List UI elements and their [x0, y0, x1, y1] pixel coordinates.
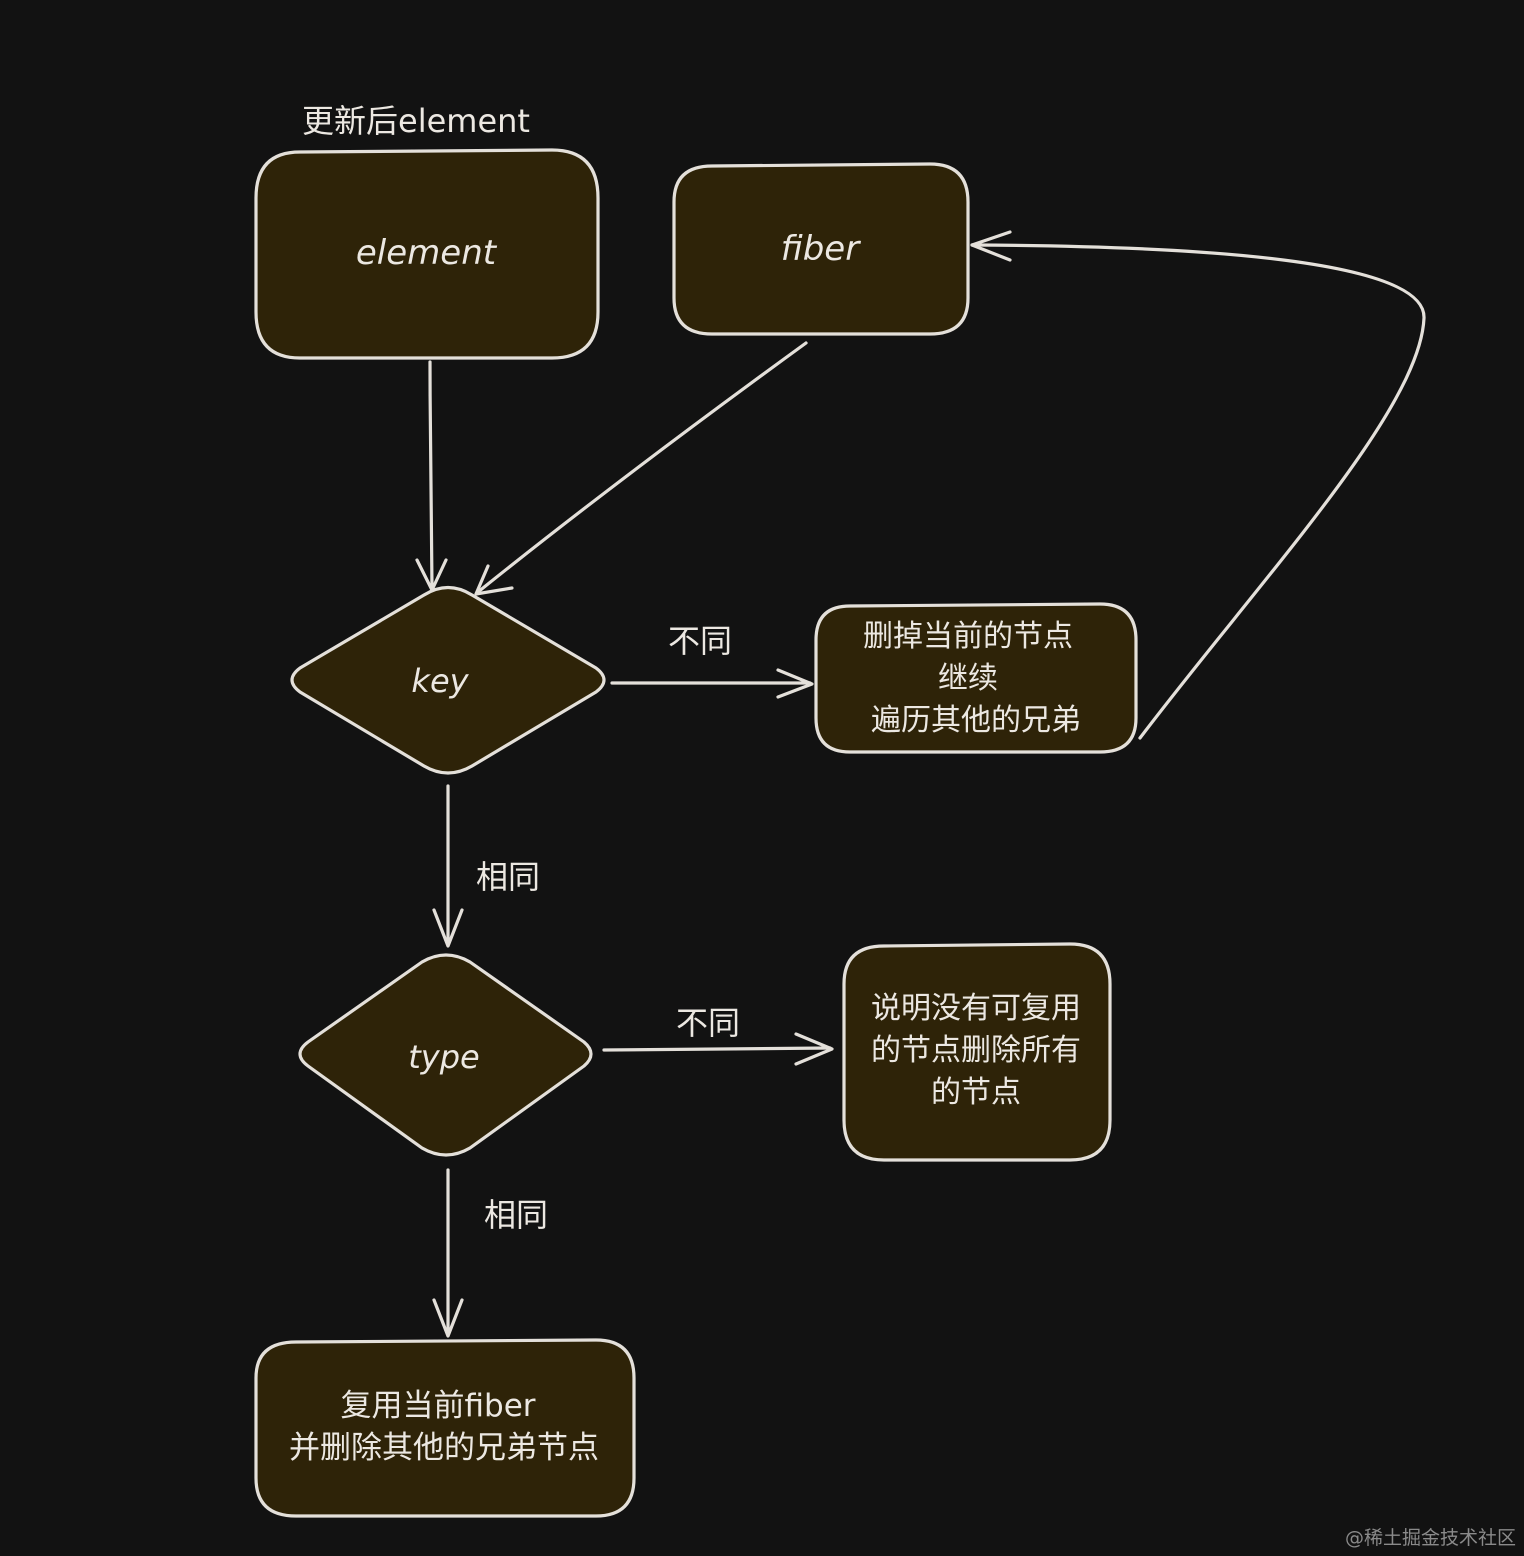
edge-type-to-delete-all — [602, 1046, 832, 1052]
edge-delete-current-to-fiber — [970, 243, 1426, 740]
node-delete-current-line-2: 继续 — [938, 661, 998, 696]
edge-label-type-same: 相同 — [484, 1196, 548, 1234]
node-key: key — [290, 585, 606, 775]
node-delete-all-shape — [842, 942, 1112, 1162]
node-element-label: element — [356, 233, 498, 273]
node-reuse-line-1: 复用当前fiber — [340, 1388, 535, 1424]
node-delete-current-line-3: 遍历其他的兄弟 — [871, 703, 1081, 738]
node-key-shape — [290, 585, 606, 775]
arrowhead-delete-current-to-fiber — [970, 230, 1012, 262]
arrowhead-type-to-delete-all — [794, 1032, 834, 1066]
edge-label-key-diff: 不同 — [668, 622, 732, 660]
node-delete-current-shape — [814, 602, 1138, 754]
node-reuse-line-2: 并删除其他的兄弟节点 — [289, 1430, 599, 1466]
node-type: type — [298, 953, 593, 1157]
node-fiber: fiber — [672, 162, 970, 336]
node-reuse: 复用当前fiber 并删除其他的兄弟节点 — [254, 1338, 636, 1518]
node-reuse-shape — [254, 1338, 636, 1518]
arrowhead-key-to-delete-current — [776, 668, 814, 699]
node-type-shape — [298, 953, 593, 1157]
node-delete-all-line-2: 的节点删除所有 — [871, 1033, 1081, 1068]
edge-label-key-same: 相同 — [476, 858, 540, 896]
node-type-label: type — [408, 1038, 479, 1076]
node-fiber-shape — [672, 162, 970, 336]
arrowhead-key-to-type — [432, 908, 464, 948]
arrowhead-fiber-to-key — [474, 564, 514, 596]
node-element-shape — [254, 148, 600, 360]
edge-element-to-key — [428, 360, 434, 590]
watermark: @稀土掘金技术社区 — [1345, 1527, 1516, 1549]
edge-label-type-diff: 不同 — [676, 1004, 740, 1042]
node-delete-all: 说明没有可复用 的节点删除所有 的节点 — [842, 942, 1112, 1162]
node-delete-current-line-1: 删掉当前的节点 — [863, 619, 1073, 654]
node-element: element — [254, 148, 600, 360]
node-fiber-label: fiber — [781, 229, 861, 269]
edge-labels: 不同 相同 不同 相同 — [476, 622, 740, 1234]
element-caption: 更新后element — [302, 102, 530, 140]
node-delete-all-line-1: 说明没有可复用 — [871, 991, 1081, 1026]
edges — [415, 230, 1426, 1338]
node-key-label: key — [411, 662, 469, 700]
arrowhead-type-to-reuse — [432, 1298, 464, 1338]
node-delete-all-line-3: 的节点 — [931, 1075, 1021, 1110]
edge-fiber-to-key — [476, 341, 808, 594]
node-delete-current: 删掉当前的节点 继续 遍历其他的兄弟 — [814, 602, 1138, 754]
